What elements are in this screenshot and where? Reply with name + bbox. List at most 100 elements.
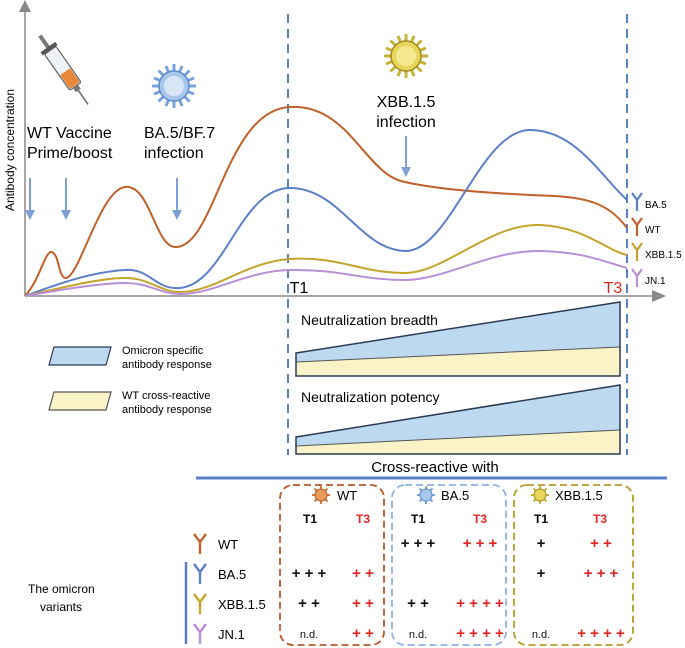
breadth-wt-area xyxy=(296,347,620,376)
ba5-curve xyxy=(24,128,628,297)
cell-jn1-vs-ba5-t3: + + + + xyxy=(456,625,504,642)
legend-omicron-line1: Omicron specific xyxy=(122,345,204,357)
potency-title: Neutralization potency xyxy=(301,389,440,405)
y-axis-arrow xyxy=(19,0,31,12)
row-label-jn1: JN.1 xyxy=(218,627,245,642)
cell-xbb-vs-ba5-t3: + + + + xyxy=(456,595,504,612)
cross-reactive-cells: + + + + + + + + + + + + + + + + + + + + + + + + + +… xyxy=(292,535,625,642)
jn1-curve xyxy=(24,249,628,297)
y-axis-label: Antibody concentration xyxy=(3,89,17,211)
potency-divider xyxy=(295,429,621,447)
column-box-wt xyxy=(279,484,385,646)
t1-label: T1 xyxy=(290,280,309,297)
curve-label-ba5-text: BA.5 xyxy=(645,200,667,211)
cross-reactive-title: Cross-reactive with xyxy=(371,459,499,476)
col-xbb-t3-header: T3 xyxy=(593,512,607,526)
legend-omicron-line2: antibody response xyxy=(122,359,212,371)
legend: Omicron specific antibody response WT cr… xyxy=(48,345,212,416)
cell-xbb-vs-ba5-t1: + + xyxy=(407,595,429,612)
column-box-ba5 xyxy=(391,484,507,646)
col-xbb-t1-header: T1 xyxy=(534,512,548,526)
curve-label-wt: WT xyxy=(631,217,661,236)
row-ba5-antibody-icon xyxy=(193,563,207,584)
column-header-xbb: XBB.1.5 xyxy=(555,488,603,503)
column-header-wt: WT xyxy=(337,488,357,503)
cell-wt-vs-xbb-t3: + + xyxy=(590,535,612,552)
vaccine-label-1: WT Vaccine xyxy=(27,125,112,142)
cell-jn1-vs-ba5-t1: n.d. xyxy=(409,629,427,641)
legend-wt-swatch xyxy=(48,391,112,411)
breadth-divider xyxy=(295,346,621,363)
arrow-ba5-infection-head xyxy=(172,210,182,220)
col-ba5-t3-header: T3 xyxy=(473,512,487,526)
syringe-icon xyxy=(38,34,89,105)
arrow-xbb-infection-head xyxy=(401,167,411,177)
breadth-title: Neutralization breadth xyxy=(301,312,438,328)
x-axis-arrow xyxy=(652,290,666,302)
curve-label-wt-text: WT xyxy=(645,225,661,236)
ba5-antibody-icon xyxy=(631,192,643,211)
ba5-infection-label-2: infection xyxy=(144,145,204,162)
cell-wt-vs-ba5-t3: + + + xyxy=(463,535,498,552)
potency-wt-area xyxy=(296,430,620,454)
wt-curve xyxy=(24,105,628,297)
cell-jn1-vs-wt-t3: + + xyxy=(352,625,374,642)
breadth-omicron-area xyxy=(296,302,620,362)
col-wt-t1-header: T1 xyxy=(303,512,317,526)
column-box-xbb xyxy=(513,484,634,646)
event-arrows xyxy=(25,136,411,220)
cell-ba5-vs-xbb-t3: + + + xyxy=(584,565,619,582)
cell-jn1-vs-xbb-t1: n.d. xyxy=(532,629,550,641)
potency-panel: Neutralization potency xyxy=(295,384,621,455)
cell-xbb-vs-wt-t3: + + xyxy=(352,595,374,612)
ba5-infection-label-1: BA.5/BF.7 xyxy=(144,125,215,142)
legend-wt-line1: WT cross-reactive xyxy=(122,390,210,402)
potency-omicron-area xyxy=(296,385,620,446)
curve-label-xbb: XBB.1.5 xyxy=(631,242,682,261)
cell-wt-vs-xbb-t1: + xyxy=(537,535,546,552)
xbb-infection-label-2: infection xyxy=(376,114,436,131)
row-jn1-antibody-icon xyxy=(193,623,207,644)
xbb-curve xyxy=(24,223,628,297)
cell-ba5-vs-wt-t3: + + xyxy=(352,565,374,582)
breadth-panel: Neutralization breadth xyxy=(295,301,621,377)
vaccine-label-2: Prime/boost xyxy=(27,145,113,162)
ba5-virus-icon xyxy=(152,64,196,108)
curve-label-jn1: JN.1 xyxy=(631,268,666,287)
col-ba5-t1-header: T1 xyxy=(411,512,425,526)
xbb-virus-icon xyxy=(384,34,428,78)
omicron-group-label-2: variants xyxy=(40,600,82,614)
potency-outline xyxy=(295,384,621,455)
arrow-prime-head xyxy=(25,210,35,220)
xbb-infection-label-1: XBB.1.5 xyxy=(377,94,436,111)
wt-virus-small-icon xyxy=(312,486,330,504)
xbb-antibody-icon xyxy=(631,242,643,261)
breadth-outline xyxy=(295,301,621,377)
xbb-virus-small-icon xyxy=(531,486,549,504)
legend-omicron-swatch xyxy=(48,346,112,366)
t3-label: T3 xyxy=(604,280,623,297)
row-label-wt: WT xyxy=(218,537,238,552)
row-xbb-antibody-icon xyxy=(193,593,207,614)
cell-wt-vs-ba5-t1: + + + xyxy=(401,535,436,552)
curve-label-xbb-text: XBB.1.5 xyxy=(645,250,682,261)
jn1-antibody-icon xyxy=(631,268,643,287)
arrow-boost-head xyxy=(61,210,71,220)
row-label-xbb: XBB.1.5 xyxy=(218,597,266,612)
cell-jn1-vs-wt-t1: n.d. xyxy=(300,629,318,641)
col-wt-t3-header: T3 xyxy=(356,512,370,526)
row-label-ba5: BA.5 xyxy=(218,567,246,582)
cell-ba5-vs-xbb-t1: + xyxy=(537,565,546,582)
cell-xbb-vs-wt-t1: + + xyxy=(298,595,320,612)
omicron-group-label-1: The omicron xyxy=(28,582,95,596)
cell-ba5-vs-wt-t1: + + + xyxy=(292,565,327,582)
curve-label-jn1-text: JN.1 xyxy=(645,276,666,287)
ba5-virus-small-icon xyxy=(417,486,435,504)
wt-antibody-icon xyxy=(631,217,643,236)
legend-wt-line2: antibody response xyxy=(122,404,212,416)
curve-label-ba5: BA.5 xyxy=(631,192,667,211)
cell-jn1-vs-xbb-t3: + + + + xyxy=(577,625,625,642)
column-header-ba5: BA.5 xyxy=(441,488,469,503)
row-wt-antibody-icon xyxy=(193,533,207,554)
